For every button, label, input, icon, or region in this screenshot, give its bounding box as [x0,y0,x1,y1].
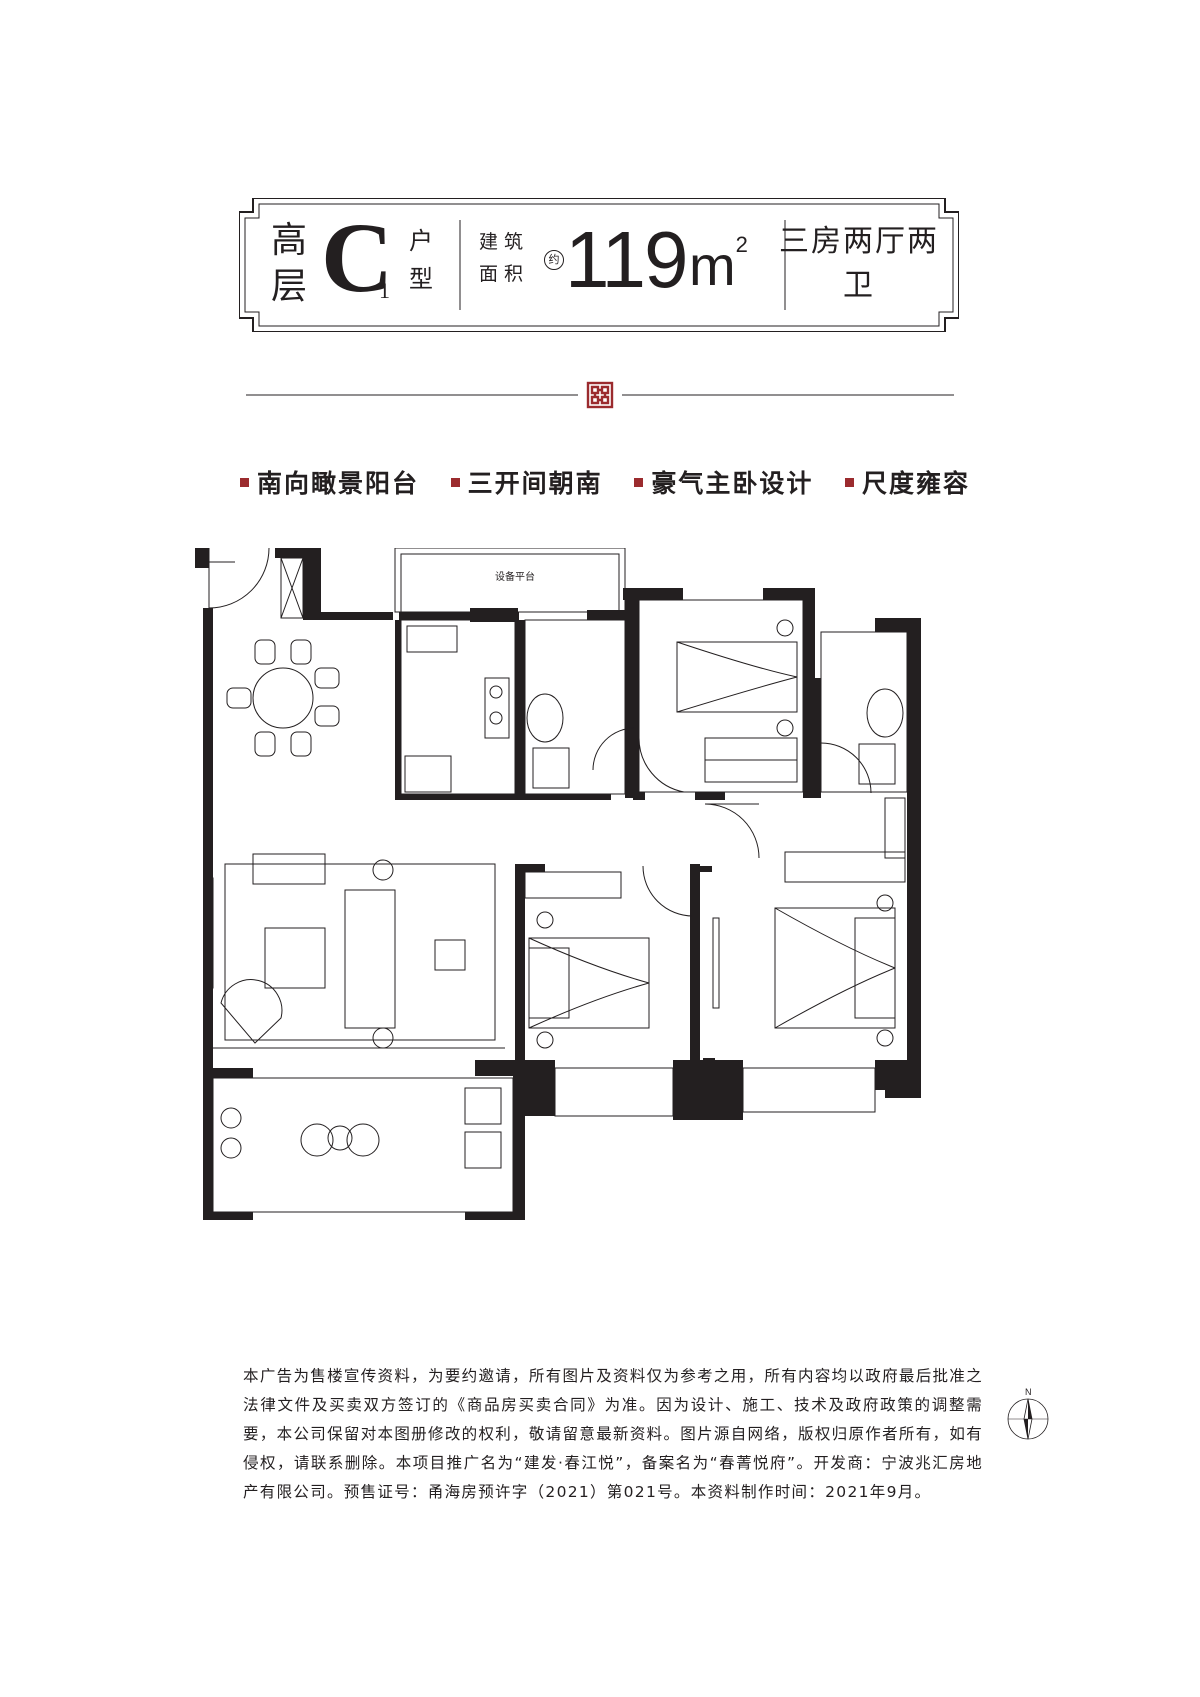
ornament-divider [246,380,954,410]
floor-plan: 设备平台 [195,547,1015,1288]
feature-list: 南向瞰景阳台 三开间朝南 豪气主卧设计 尺度雍容 [240,462,970,502]
area-unit: m2 [689,234,748,294]
compass-icon [1007,1398,1049,1440]
feature-item: 尺度雍容 [844,462,970,502]
area-unit-base: m [689,234,736,297]
area-unit-power: 2 [735,232,748,257]
platform-label: 设备平台 [495,570,535,583]
bullet-square-icon [450,477,460,487]
fret-ornament-icon [586,381,614,409]
unit-header-box: 高层 C 1 户型 建筑面积 约 119 m2 三房两厅两卫 [239,198,959,332]
area-label: 建筑面积 [479,231,530,285]
unit-subscript: 1 [379,278,390,303]
approx-label: 约 [544,250,564,270]
bullet-square-icon [240,477,249,487]
unit-letter: C [321,202,394,313]
layout-description: 三房两厅两卫 [779,224,939,303]
feature-item: 豪气主卧设计 [634,462,813,502]
feature-item: 三开间朝南 [450,462,603,502]
area-value: 119 [565,215,689,304]
disclaimer-text: 本广告为售楼宣传资料，为要约邀请，所有图片及资料仅为参考之用，所有内容均以政府最… [243,1367,983,1501]
compass: N [1006,1385,1056,1445]
tower-type: 高层 [271,220,308,307]
north-label: N [1025,1387,1032,1397]
bullet-square-icon [844,477,854,487]
floor-plan-drawing: 设备平台 [195,547,921,1220]
header-frame [239,198,959,332]
bullet-square-icon [634,477,644,487]
unit-type-label: 户型 [409,227,433,293]
feature-item: 南向瞰景阳台 [240,462,419,502]
